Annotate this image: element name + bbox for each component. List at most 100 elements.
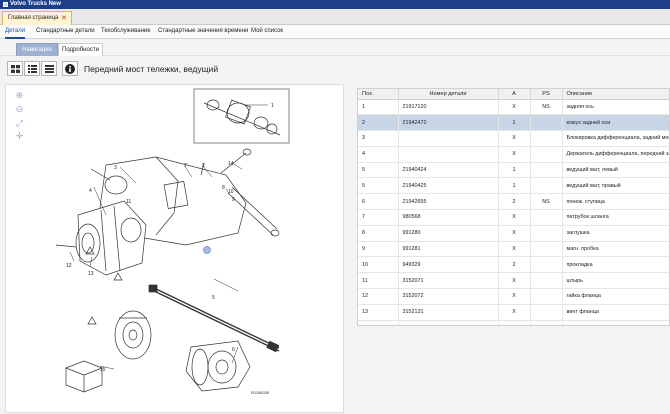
cell-description: Держатель дифференциала, передний задний… xyxy=(562,146,669,163)
callout-13[interactable]: 13 xyxy=(88,271,94,277)
main-menu: Детали Стандартные детали Техобслуживани… xyxy=(0,25,670,39)
cell-pos: 1 xyxy=(358,99,399,116)
table-row[interactable]: 1420365074XNSвыходной вал xyxy=(358,320,669,325)
cell-part-number: 21917120 xyxy=(398,99,499,116)
cell-part-number: 21940425 xyxy=(398,177,499,195)
detail-list-icon xyxy=(27,64,37,73)
cell-a: X xyxy=(498,320,531,325)
cell-a: 1 xyxy=(498,162,531,179)
callout-9[interactable]: 9 xyxy=(232,197,235,203)
cell-ps xyxy=(530,256,563,274)
cell-part-number: 3152072 xyxy=(398,288,499,305)
callout-3[interactable]: 3 xyxy=(114,165,117,171)
callout-11[interactable]: 11 xyxy=(126,199,131,205)
column-header-part-number[interactable]: Номер детали xyxy=(398,89,499,100)
list-icon xyxy=(44,64,54,73)
callout-7[interactable]: 7 xyxy=(184,163,187,169)
figure-id: R1106330 xyxy=(251,390,270,395)
cell-ps xyxy=(530,177,563,195)
callout-6[interactable]: 6 xyxy=(232,347,235,353)
cell-pos: 5 xyxy=(358,162,399,179)
detail-list-view-button[interactable] xyxy=(24,61,40,76)
callout-4[interactable]: 4 xyxy=(89,188,92,194)
cell-ps xyxy=(530,146,563,163)
pan-icon[interactable]: ✛ xyxy=(15,131,24,141)
cell-ps xyxy=(530,225,563,242)
callout-10[interactable]: 10 xyxy=(228,189,234,195)
exploded-view-diagram[interactable]: ⊕ ⊖ ⤢ ✛ xyxy=(5,84,344,413)
cell-ps xyxy=(530,162,563,179)
close-icon[interactable]: ✕ xyxy=(61,15,67,22)
menu-standard-times[interactable]: Стандартные значения времени xyxy=(158,28,249,34)
cell-ps: NS xyxy=(530,193,563,211)
window-titlebar: Volvo Trucks New xyxy=(0,0,670,9)
tab-details[interactable]: Подробности xyxy=(58,43,103,56)
menu-maintenance[interactable]: Техобслуживание xyxy=(101,28,151,34)
cell-description: понеж. ступица xyxy=(562,193,669,211)
callout-15[interactable]: 15 xyxy=(100,367,106,373)
window-title: Volvo Trucks New xyxy=(10,1,61,7)
cell-description: магн. пробка xyxy=(562,241,669,258)
zoom-out-icon[interactable]: ⊖ xyxy=(15,104,24,114)
cell-ps xyxy=(530,304,563,321)
menu-standard-parts[interactable]: Стандартные детали xyxy=(36,28,95,34)
cell-pos: 6 xyxy=(358,193,399,211)
menu-my-list[interactable]: Мой список xyxy=(251,28,284,34)
callout-14[interactable]: 14 xyxy=(228,161,234,167)
callout-1[interactable]: 1 xyxy=(271,103,274,109)
column-header-a[interactable]: А xyxy=(498,89,531,100)
info-button[interactable] xyxy=(62,61,78,76)
zoom-in-icon[interactable]: ⊕ xyxy=(15,90,24,100)
grid-view-button[interactable] xyxy=(7,61,23,76)
cell-part-number: 20365074 xyxy=(398,320,499,325)
tab-home[interactable]: Главная страница ✕ xyxy=(2,11,72,25)
cell-description: ведущий вал; левый xyxy=(562,162,669,179)
callout-8[interactable]: 8 xyxy=(222,185,225,191)
column-header-ps[interactable]: PS xyxy=(530,89,563,100)
cell-a: 1 xyxy=(498,177,531,195)
list-view-button[interactable] xyxy=(41,61,57,76)
cell-description: ведущий вал; правый xyxy=(562,177,669,195)
tab-navigation[interactable]: Навигация xyxy=(16,43,58,56)
fit-icon[interactable]: ⤢ xyxy=(15,118,24,128)
cell-part-number xyxy=(398,146,499,163)
cell-description: патрубок шланга xyxy=(562,209,669,226)
tab-home-label: Главная страница xyxy=(8,15,59,21)
cell-pos: 14 xyxy=(358,320,399,325)
cell-ps: NS xyxy=(530,99,563,116)
page-title: Передний мост тележки, ведущий xyxy=(84,64,219,74)
column-header-pos[interactable]: Поз. xyxy=(358,89,399,100)
callout-2[interactable]: 2 xyxy=(202,163,205,169)
cell-pos: 10 xyxy=(358,256,399,274)
app-icon xyxy=(3,2,8,7)
cell-part-number: 991280 xyxy=(398,225,499,242)
column-header-description[interactable]: Описание xyxy=(562,89,669,100)
cell-ps xyxy=(530,209,563,226)
cell-part-number: 991281 xyxy=(398,241,499,258)
table-header: Поз. Номер детали А PS Описание xyxy=(358,89,669,100)
menu-parts[interactable]: Детали xyxy=(5,25,26,39)
callout-5[interactable]: 5 xyxy=(212,295,215,301)
cell-pos: 3 xyxy=(358,130,399,147)
callout-12[interactable]: 12 xyxy=(66,263,72,269)
cell-a: X xyxy=(498,99,531,116)
cell-a: X xyxy=(498,209,531,226)
cell-ps xyxy=(530,241,563,258)
cell-ps xyxy=(530,272,563,290)
